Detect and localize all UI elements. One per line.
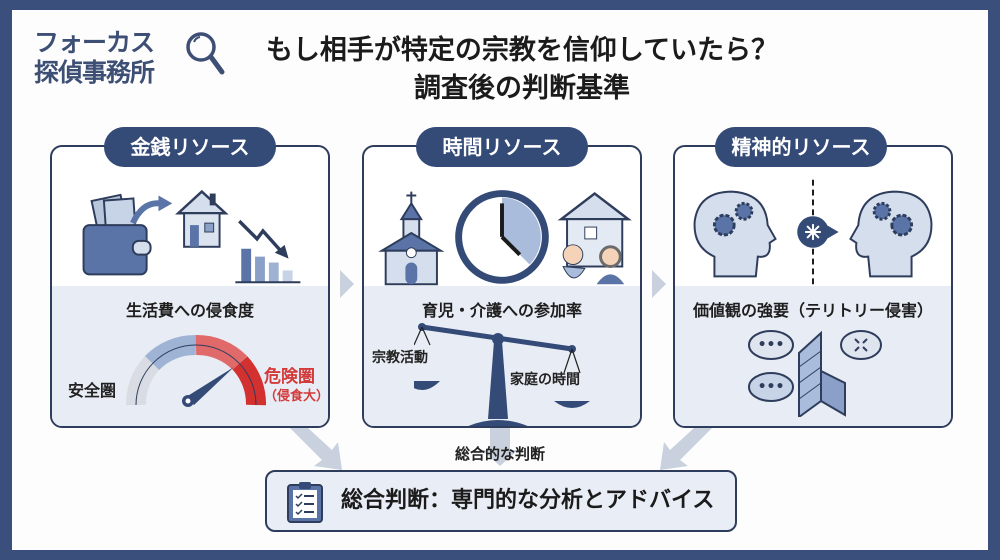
company-logo: フォーカス 探偵事務所 <box>34 28 225 98</box>
church-icon <box>378 191 445 286</box>
gauge-danger-note: （侵食大） <box>264 389 330 404</box>
mental-illustration <box>693 179 933 285</box>
panel-subtitle: 価値観の強要（テリトリー侵害） <box>692 301 933 320</box>
logo-line-2: 探偵事務所 <box>34 58 155 87</box>
clock-icon <box>455 190 549 284</box>
panel-subtitle: 育児・介護への参加率 <box>421 301 582 320</box>
panel-mental-resource: 価値観の強要（テリトリー侵害） ••• ••• <box>673 145 953 428</box>
wallet-money-icon <box>82 193 152 276</box>
panel-subtitle: 生活費への侵食度 <box>125 301 254 320</box>
panel-money-resource: 生活費への侵食度 安全圏 危険圏 （侵食大） <box>50 145 330 428</box>
arrow-down-right-icon <box>290 428 342 470</box>
flow-label: 総合的な判断 <box>454 445 545 463</box>
summary-box: 総合判断：専門的な分析とアドバイス <box>265 470 737 532</box>
infographic-canvas: フォーカス 探偵事務所 もし相手が特定の宗教を信仰していたら？ 調査後の判断基準 <box>12 10 988 550</box>
erosion-gauge-icon <box>126 335 266 407</box>
page-title: もし相手が特定の宗教を信仰していたら？ 調査後の判断基準 <box>212 32 832 108</box>
broken-brick-wall-icon <box>798 330 846 417</box>
title-line-2: 調査後の判断基準 <box>414 73 630 104</box>
balance-scale-icon <box>414 323 590 426</box>
house-icon <box>175 189 229 248</box>
head-gears-icon <box>693 190 777 278</box>
magnifier-icon <box>186 32 225 75</box>
clipboard-checklist-icon <box>287 482 323 523</box>
head-gears-icon <box>849 190 933 278</box>
declining-bar-chart-icon <box>235 219 301 284</box>
territory-invasion-illustration: ••• ••• <box>748 330 882 417</box>
money-illustration <box>82 189 301 284</box>
speech-bubble-ellipsis-icon: ••• ••• <box>748 330 794 402</box>
heading-time-resource: 時間リソース <box>416 127 588 167</box>
chevron-right-icon <box>652 270 666 298</box>
scale-religion-label: 宗教活動 <box>372 350 428 366</box>
forced-influence-icon <box>797 216 839 248</box>
time-illustration <box>378 190 632 286</box>
svg-text:•••: ••• <box>758 379 785 395</box>
arrow-icon <box>130 200 161 225</box>
panel-time-resource: 育児・介護への参加率 宗教活動 家庭の時間 <box>362 145 642 428</box>
heading-money-resource: 金銭リソース <box>104 127 276 167</box>
arrow-down-left-icon <box>660 428 712 470</box>
logo-line-1: フォーカス <box>34 28 155 57</box>
gauge-danger-label: 危険圏 （侵食大） <box>264 367 328 407</box>
chevron-right-icon <box>340 270 354 298</box>
house-family-icon <box>557 192 632 285</box>
heading-mental-resource: 精神的リソース <box>715 127 887 167</box>
scale-family-label: 家庭の時間 <box>510 372 580 388</box>
title-line-1: もし相手が特定の宗教を信仰していたら？ <box>265 35 779 66</box>
summary-text: 総合判断：専門的な分析とアドバイス <box>341 488 715 513</box>
angry-speech-bubble-icon <box>840 330 882 360</box>
gauge-safe-label: 安全圏 <box>68 381 117 400</box>
svg-text:•••: ••• <box>758 337 785 353</box>
